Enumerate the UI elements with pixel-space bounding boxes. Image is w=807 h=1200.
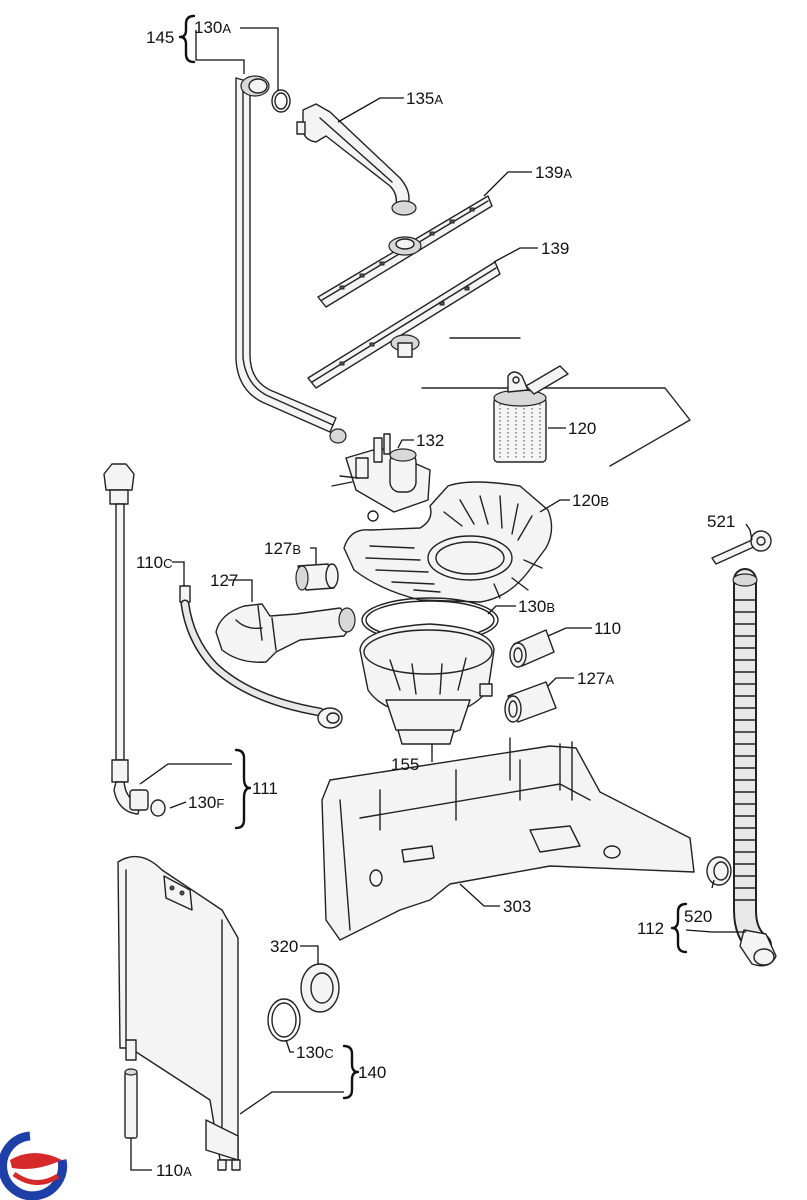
label-110a: 110A: [156, 1161, 192, 1180]
air-break-140: [117, 855, 241, 1171]
label-140: 140: [358, 1063, 386, 1082]
label-145: 145: [146, 28, 174, 47]
upper-arm-conduit: [296, 103, 417, 216]
label-130b: 130B: [518, 597, 555, 616]
bracket-111: [234, 748, 252, 830]
label-320: 320: [270, 937, 298, 956]
label-120b: 120B: [572, 491, 609, 510]
o-ring-130c: [267, 998, 301, 1042]
bracket-112: [670, 902, 688, 954]
label-155: 155: [391, 755, 419, 774]
label-139a: 139A: [535, 163, 572, 182]
label-303: 303: [503, 897, 531, 916]
filter-cylinder: [421, 337, 691, 467]
label-135a: 135A: [406, 89, 443, 108]
lower-spray-arm: [307, 261, 501, 389]
drain-hose: [732, 568, 777, 967]
label-120: 120: [568, 419, 596, 438]
diverter-valve: [331, 433, 431, 522]
label-130c: 130C: [296, 1043, 334, 1062]
label-111: 111: [252, 779, 278, 798]
base-303: [321, 737, 695, 941]
inlet-hose-110c: [179, 585, 343, 729]
tube-110a: [124, 1068, 138, 1139]
circulation-hose: [215, 603, 356, 663]
hose-coupling-127a: [504, 681, 557, 723]
label-520: 520: [684, 907, 712, 926]
o-ring-130a: [271, 89, 291, 113]
label-130f: 130F: [188, 793, 224, 812]
upper-spray-arm: [317, 195, 493, 308]
filter-plate: [343, 481, 553, 603]
label-110c: 110C: [136, 553, 173, 572]
label-127: 127: [210, 571, 238, 590]
label-127a: 127A: [577, 669, 614, 688]
hose-clamp-520: [706, 856, 732, 886]
seal-320: [300, 963, 340, 1013]
leader-lines: [130, 27, 753, 1171]
label-112: 112: [637, 919, 664, 938]
hose-connector-127b: [295, 563, 339, 591]
inlet-hose-assembly: [103, 463, 166, 817]
clip-521: [711, 530, 772, 565]
hose-coupling-110: [509, 629, 555, 668]
label-139: 139: [541, 239, 569, 258]
bracket-145: [178, 14, 196, 64]
part-labels: 145 130A 135A 139A 139 120 132 120B 521 …: [136, 18, 735, 1180]
label-132: 132: [416, 431, 444, 450]
brackets: [178, 14, 688, 1100]
bracket-140: [342, 1044, 360, 1100]
label-130a: 130A: [194, 18, 231, 37]
sump-assembly: [359, 623, 495, 745]
upper-feed-tube: [235, 75, 347, 444]
label-521: 521: [707, 512, 735, 531]
label-110: 110: [594, 619, 621, 638]
brand-logo-icon: [0, 1131, 68, 1200]
label-127b: 127B: [264, 539, 301, 558]
